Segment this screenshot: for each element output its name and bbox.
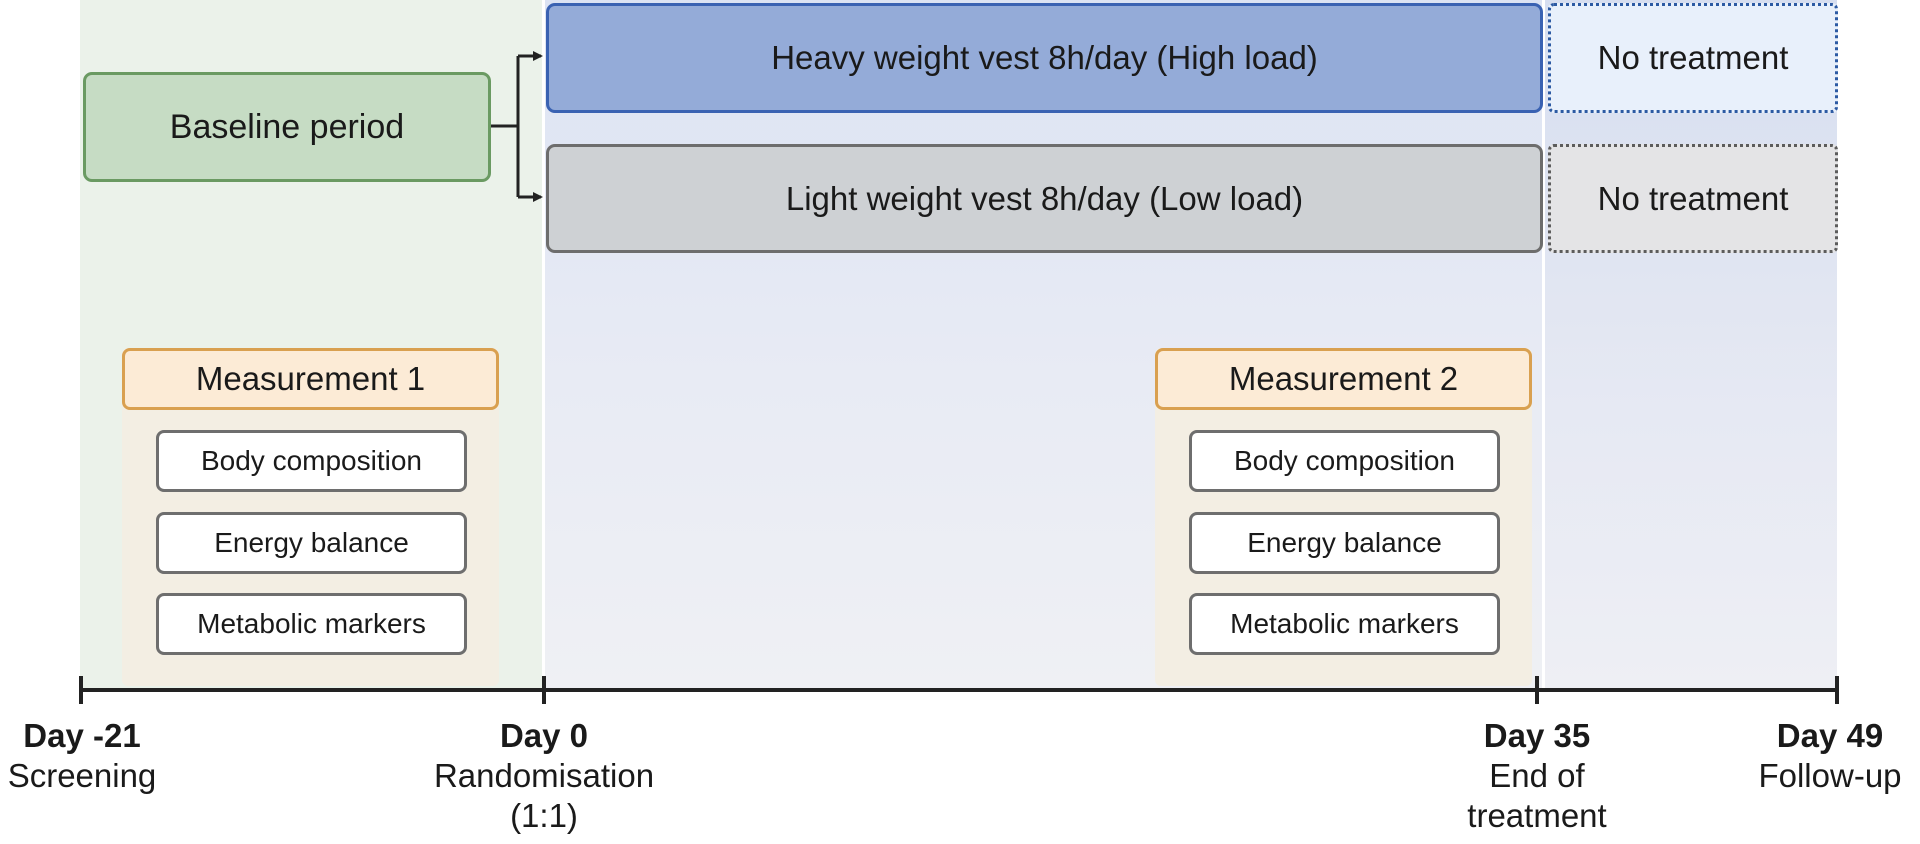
timeline-desc: Follow-up bbox=[1758, 757, 1902, 794]
timeline-desc: treatment bbox=[1467, 797, 1607, 834]
measurement-2-group: Measurement 2 Body composition Energy ba… bbox=[1155, 348, 1532, 686]
timeline-day: Day 35 bbox=[1483, 717, 1591, 754]
low-load-no-treatment-box: No treatment bbox=[1548, 144, 1838, 253]
high-load-no-treatment-box: No treatment bbox=[1548, 3, 1838, 113]
measurement-1-item-body-composition: Body composition bbox=[156, 430, 467, 492]
timeline-desc: (1:1) bbox=[510, 797, 578, 834]
randomisation-connector bbox=[491, 51, 543, 202]
measurement-1-item-metabolic-markers: Metabolic markers bbox=[156, 593, 467, 655]
measurement-1-header: Measurement 1 bbox=[122, 348, 499, 410]
timeline-label-day-minus-21: Day -21 Screening bbox=[0, 716, 164, 796]
measurement-2-header: Measurement 2 bbox=[1155, 348, 1532, 410]
timeline-label-day-0: Day 0 Randomisation (1:1) bbox=[404, 716, 684, 836]
baseline-period-box: Baseline period bbox=[83, 72, 491, 182]
high-load-arm-box: Heavy weight vest 8h/day (High load) bbox=[546, 3, 1543, 113]
timeline-axis bbox=[79, 676, 1839, 704]
measurement-1-group: Measurement 1 Body composition Energy ba… bbox=[122, 348, 499, 686]
low-load-arm-box: Light weight vest 8h/day (Low load) bbox=[546, 144, 1543, 253]
measurement-2-item-energy-balance: Energy balance bbox=[1189, 512, 1500, 574]
timeline-day: Day -21 bbox=[23, 717, 141, 754]
measurement-1-item-energy-balance: Energy balance bbox=[156, 512, 467, 574]
followup-phase-background bbox=[1545, 0, 1837, 688]
timeline-desc: Randomisation bbox=[433, 757, 655, 794]
phase-divider bbox=[542, 0, 545, 688]
timeline-day: Day 49 bbox=[1776, 717, 1884, 754]
measurement-2-item-body-composition: Body composition bbox=[1189, 430, 1500, 492]
timeline-desc: Screening bbox=[7, 757, 157, 794]
timeline-day: Day 0 bbox=[499, 717, 589, 754]
timeline-desc: End of bbox=[1489, 757, 1585, 794]
timeline-label-day-49: Day 49 Follow-up bbox=[1740, 716, 1920, 796]
measurement-2-item-metabolic-markers: Metabolic markers bbox=[1189, 593, 1500, 655]
phase-divider bbox=[1542, 0, 1545, 688]
timeline-label-day-35: Day 35 End of treatment bbox=[1437, 716, 1637, 836]
